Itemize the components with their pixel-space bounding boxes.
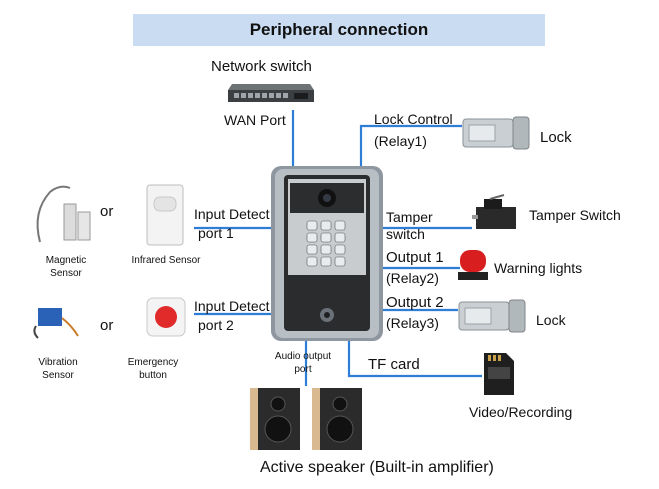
input-detect-1-label: Input Detect <box>194 206 270 222</box>
input-detect-2-label: Input Detect <box>194 298 270 314</box>
relay3-label: (Relay3) <box>386 315 439 331</box>
warning-lights-label: Warning lights <box>494 260 583 276</box>
speakers-icon <box>250 388 362 450</box>
port1-label: port 1 <box>198 225 234 241</box>
vibration-sensor-icon <box>33 308 79 339</box>
infrared-sensor-label: Infrared Sensor <box>131 255 201 266</box>
lock-2-label: Lock <box>536 312 566 328</box>
or-1-label: or <box>100 203 114 220</box>
lock-control-label: Lock Control <box>374 111 453 127</box>
diagram-title: Peripheral connection <box>133 14 545 46</box>
network-switch-label: Network switch <box>211 58 312 75</box>
output1-label: Output 1 <box>386 249 444 266</box>
infrared-sensor-icon <box>146 184 184 246</box>
magnetic-sensor-icon <box>36 185 91 243</box>
sd-card-icon <box>484 353 514 395</box>
door-phone-device <box>271 166 383 341</box>
lock-icon <box>458 299 526 333</box>
or-2-label: or <box>100 317 114 334</box>
relay2-label: (Relay2) <box>386 270 439 286</box>
tamper-switch-label: switch <box>386 226 425 242</box>
tamper-switch-device-label: Tamper Switch <box>529 207 621 223</box>
lock-1-label: Lock <box>540 129 572 146</box>
network-switch-icon <box>228 84 314 102</box>
relay1-label: (Relay1) <box>374 133 427 149</box>
video-recording-label: Video/Recording <box>469 404 573 420</box>
emergency-button-icon <box>146 297 186 337</box>
tamper-switch-icon <box>472 194 516 229</box>
warning-light-icon <box>458 250 488 280</box>
port2-label: port 2 <box>198 317 234 333</box>
wire-tf-card <box>347 338 482 378</box>
lock-icon <box>462 116 530 150</box>
active-speaker-label: Active speaker (Built-in amplifier) <box>260 459 494 476</box>
wan-port-label: WAN Port <box>224 112 286 128</box>
tf-card-label: TF card <box>368 356 420 373</box>
tamper-label: Tamper <box>386 209 433 225</box>
output2-label: Output 2 <box>386 294 444 311</box>
